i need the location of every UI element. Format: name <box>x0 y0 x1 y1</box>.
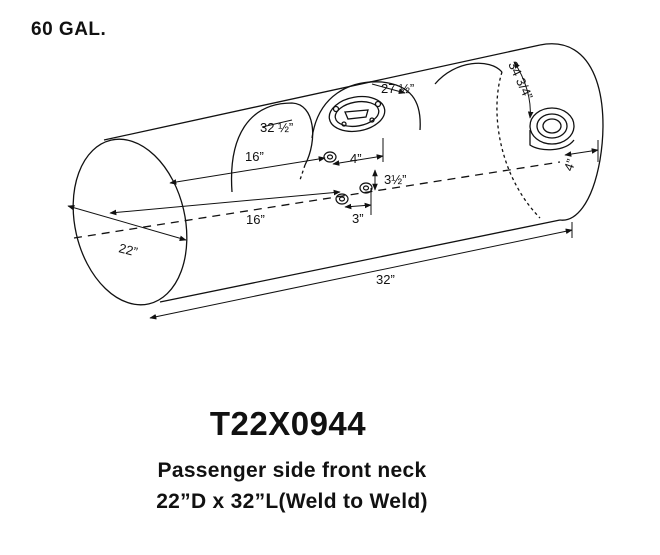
dim-lower-3 <box>344 202 372 210</box>
dim-neck-4 <box>564 148 599 157</box>
band-2 <box>311 81 421 139</box>
tank-far-end <box>539 43 604 221</box>
dim-label-diameter: 22” <box>117 240 139 259</box>
filler-neck <box>529 107 575 151</box>
capacity-label: 60 GAL. <box>31 19 107 40</box>
dim-length-line <box>149 228 573 320</box>
dim-band1-arc <box>261 119 293 128</box>
sending-unit-plate <box>328 95 386 133</box>
dim-lower-16 <box>109 189 341 216</box>
dim-end-arc <box>513 61 534 119</box>
dim-label-length: 32” <box>376 272 395 287</box>
dim-label-end-arc: 34 3/4” <box>505 59 536 102</box>
center-axis <box>73 161 561 239</box>
fittings <box>323 151 373 205</box>
dim-label-lower-3: 3” <box>352 211 364 226</box>
tank-near-end <box>72 138 188 306</box>
model-number: T22X0944 <box>209 405 367 442</box>
tank-dimensions: 22”D x 32”L(Weld to Weld) <box>156 490 428 513</box>
dim-label-upper-16: 16” <box>245 149 264 164</box>
dim-upper-16 <box>169 156 326 185</box>
dim-label-vertical: 3½” <box>384 172 406 187</box>
band-1-hidden <box>299 164 306 181</box>
dim-band2-arc <box>371 83 406 95</box>
dim-label-lower-16: 16” <box>246 212 265 227</box>
tank-description: Passenger side front neck <box>157 459 427 482</box>
tank-far-end-hidden <box>496 71 541 219</box>
dim-label-band2: 27 ½” <box>381 81 414 96</box>
dim-label-neck-4: 4” <box>561 157 579 173</box>
dim-label-band1: 32 ½” <box>260 120 293 135</box>
tank-top-edge <box>103 44 541 141</box>
tank-bottom-edge <box>159 219 561 303</box>
band-far <box>434 62 503 85</box>
band-1 <box>230 102 314 193</box>
dim-label-fitting-4: 4” <box>350 151 362 166</box>
dim-fitting-4 <box>332 154 384 166</box>
